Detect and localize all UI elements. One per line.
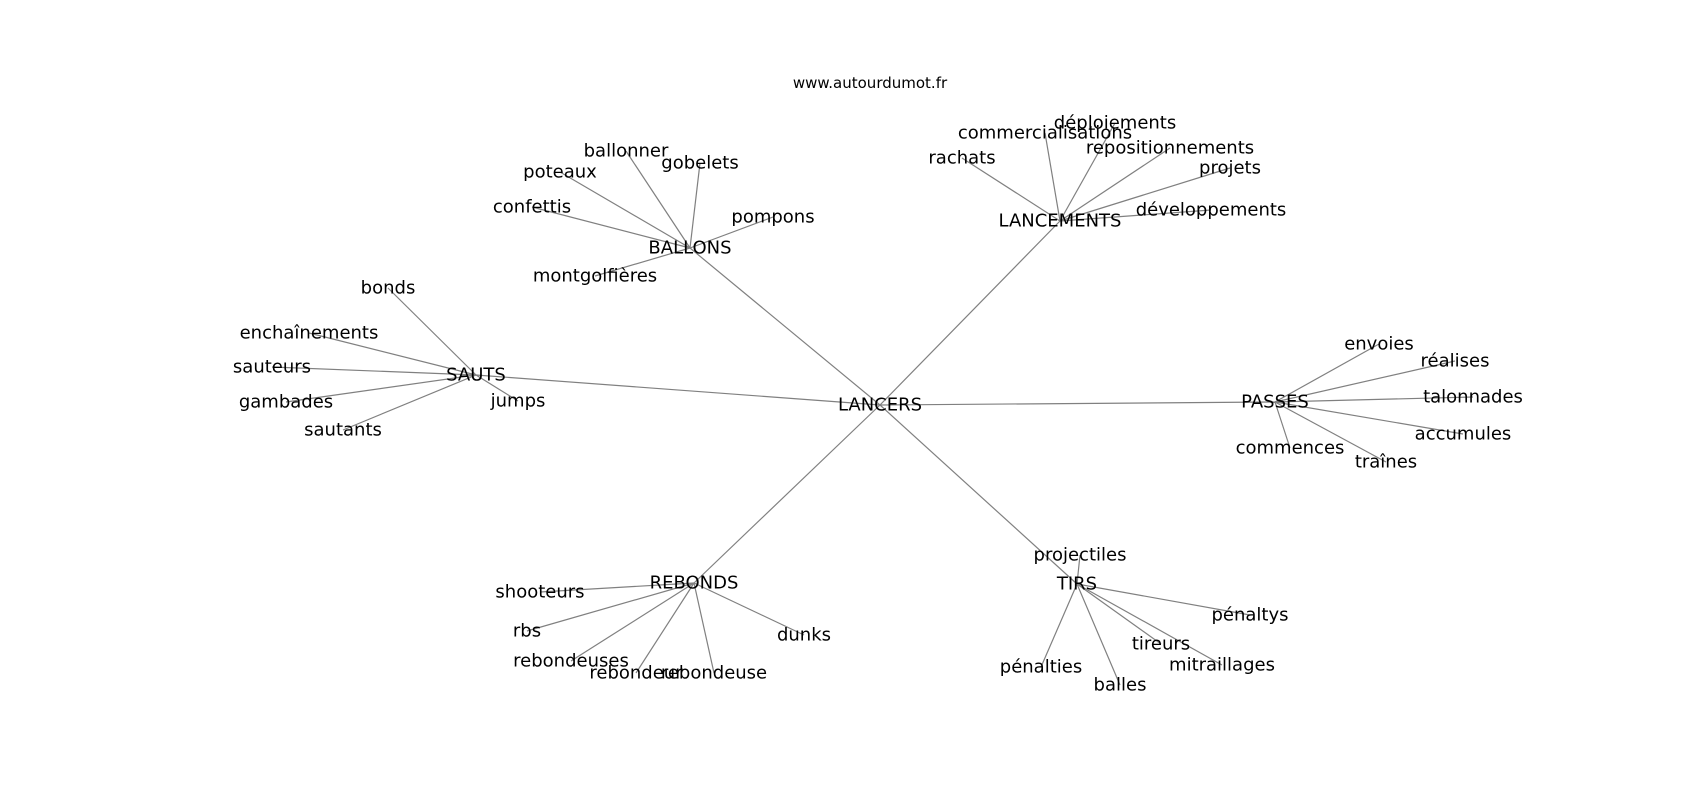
edge-passes-word-0: [1274, 343, 1380, 403]
edge-lancers-tirs: [879, 404, 1078, 585]
site-label[interactable]: www.autourdumot.fr: [793, 74, 948, 92]
node-word-tirs-4[interactable]: pénalties: [1000, 657, 1082, 678]
node-lancements[interactable]: LANCEMENTS: [999, 211, 1122, 232]
edge-lancers-rebonds: [693, 404, 881, 584]
node-word-tirs-3[interactable]: mitraillages: [1169, 655, 1275, 676]
edge-rebonds-word-3: [635, 582, 695, 674]
edge-sauts-word-1: [308, 332, 477, 376]
edge-ballons-word-5: [594, 247, 691, 277]
edge-tirs-word-4: [1040, 583, 1078, 668]
edge-ballons-word-4: [689, 216, 774, 249]
node-word-ballons-1[interactable]: gobelets: [661, 153, 738, 174]
node-rebonds[interactable]: REBONDS: [650, 573, 739, 594]
edge-ballons-word-3: [531, 206, 691, 249]
node-word-sauts-5[interactable]: jumps: [490, 391, 546, 412]
node-word-ballons-2[interactable]: poteaux: [523, 162, 597, 183]
node-word-lancements-0[interactable]: déploiements: [1054, 113, 1176, 134]
node-word-sauts-4[interactable]: sautants: [304, 420, 382, 441]
node-word-passes-1[interactable]: réalises: [1421, 351, 1490, 372]
edge-tirs-word-3: [1076, 583, 1223, 666]
node-word-rebonds-2[interactable]: rebondeuses: [513, 651, 629, 672]
node-word-tirs-2[interactable]: tireurs: [1132, 634, 1190, 655]
edge-ballons-word-1: [689, 162, 701, 249]
edge-lancements-word-3: [961, 157, 1061, 222]
edge-rebonds-word-1: [526, 582, 695, 632]
edge-tirs-word-1: [1076, 583, 1251, 616]
edge-sauts-word-3: [285, 374, 477, 403]
node-word-rebonds-1[interactable]: rbs: [513, 621, 541, 642]
edge-passes-word-2: [1274, 396, 1474, 403]
node-word-passes-4[interactable]: commences: [1236, 438, 1345, 459]
node-word-passes-2[interactable]: talonnades: [1423, 387, 1523, 408]
node-word-lancements-3[interactable]: rachats: [928, 148, 995, 169]
edge-ballons-word-0: [625, 150, 691, 249]
edge-passes-word-1: [1274, 360, 1456, 403]
node-lancers[interactable]: LANCERS: [838, 395, 922, 416]
node-word-passes-3[interactable]: accumules: [1415, 424, 1512, 445]
edge-rebonds-word-0: [539, 582, 695, 593]
edge-passes-word-5: [1274, 401, 1387, 463]
node-tirs[interactable]: TIRS: [1056, 574, 1097, 595]
edge-tirs-word-2: [1076, 583, 1162, 645]
node-word-sauts-2[interactable]: sauteurs: [233, 357, 311, 378]
node-word-tirs-1[interactable]: pénaltys: [1211, 605, 1288, 626]
node-word-lancements-1[interactable]: commercialisations: [958, 123, 1132, 144]
node-word-tirs-0[interactable]: projectiles: [1034, 545, 1127, 566]
node-sauts[interactable]: SAUTS: [446, 365, 506, 386]
node-ballons[interactable]: BALLONS: [648, 238, 731, 259]
edge-tirs-word-5: [1076, 583, 1121, 686]
node-word-rebonds-0[interactable]: shooteurs: [495, 582, 584, 603]
edge-sauts-word-0: [387, 287, 477, 376]
edge-passes-word-4: [1274, 401, 1291, 449]
node-word-rebonds-3[interactable]: rebondeur: [589, 663, 683, 684]
edge-passes-word-3: [1274, 401, 1464, 435]
edge-rebonds-word-4: [693, 582, 715, 674]
node-word-ballons-3[interactable]: confettis: [493, 197, 571, 218]
edge-lancers-lancements: [879, 220, 1061, 406]
edge-ballons-word-2: [559, 171, 691, 249]
node-word-ballons-4[interactable]: pompons: [731, 207, 814, 228]
edge-sauts-word-2: [271, 366, 477, 376]
edge-tirs-word-0: [1076, 554, 1081, 585]
node-word-tirs-5[interactable]: balles: [1094, 675, 1147, 696]
node-word-sauts-0[interactable]: bonds: [361, 278, 416, 299]
edge-lancements-word-0: [1059, 122, 1116, 222]
node-passes[interactable]: PASSES: [1241, 392, 1309, 413]
node-word-sauts-1[interactable]: enchaînements: [240, 323, 379, 344]
node-word-rebonds-4[interactable]: rebondeuse: [661, 663, 767, 684]
node-word-lancements-4[interactable]: projets: [1199, 158, 1261, 179]
edge-lancements-word-5: [1059, 209, 1212, 222]
edge-lancements-word-2: [1059, 147, 1171, 222]
edge-lancements-word-1: [1044, 132, 1061, 222]
node-word-lancements-5[interactable]: développements: [1136, 200, 1287, 221]
node-word-ballons-5[interactable]: montgolfières: [533, 266, 657, 287]
node-word-sauts-3[interactable]: gambades: [239, 392, 333, 413]
edge-lancers-ballons: [689, 247, 881, 406]
node-word-rebonds-5[interactable]: dunks: [777, 625, 831, 646]
edge-lancers-passes: [879, 401, 1276, 406]
node-word-passes-0[interactable]: envoies: [1344, 334, 1414, 355]
node-word-passes-5[interactable]: traînes: [1355, 452, 1417, 473]
node-word-lancements-2[interactable]: repositionnements: [1086, 138, 1254, 159]
node-word-ballons-0[interactable]: ballonner: [584, 141, 669, 162]
edge-lancements-word-4: [1059, 167, 1231, 222]
edge-sauts-word-5: [475, 374, 519, 402]
edge-rebonds-word-5: [693, 582, 805, 636]
graph-edges: [271, 122, 1474, 686]
edge-lancers-sauts: [475, 374, 881, 406]
edge-sauts-word-4: [342, 374, 477, 431]
edge-rebonds-word-2: [570, 582, 695, 662]
